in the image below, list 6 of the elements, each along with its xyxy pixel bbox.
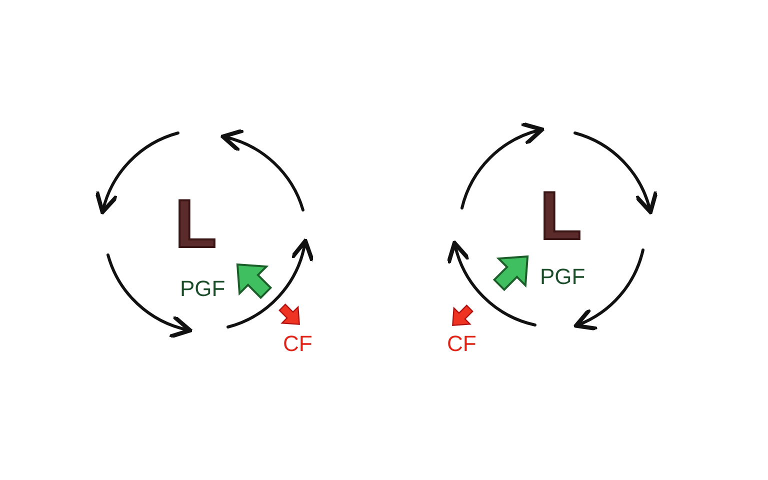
force-label: PGF: [540, 266, 586, 288]
force-label: PGF: [180, 278, 226, 300]
force-label: CF: [283, 333, 312, 355]
pressure-letter: L: [175, 190, 217, 258]
pressure-letter: L: [540, 182, 582, 250]
force-label: CF: [447, 333, 476, 355]
